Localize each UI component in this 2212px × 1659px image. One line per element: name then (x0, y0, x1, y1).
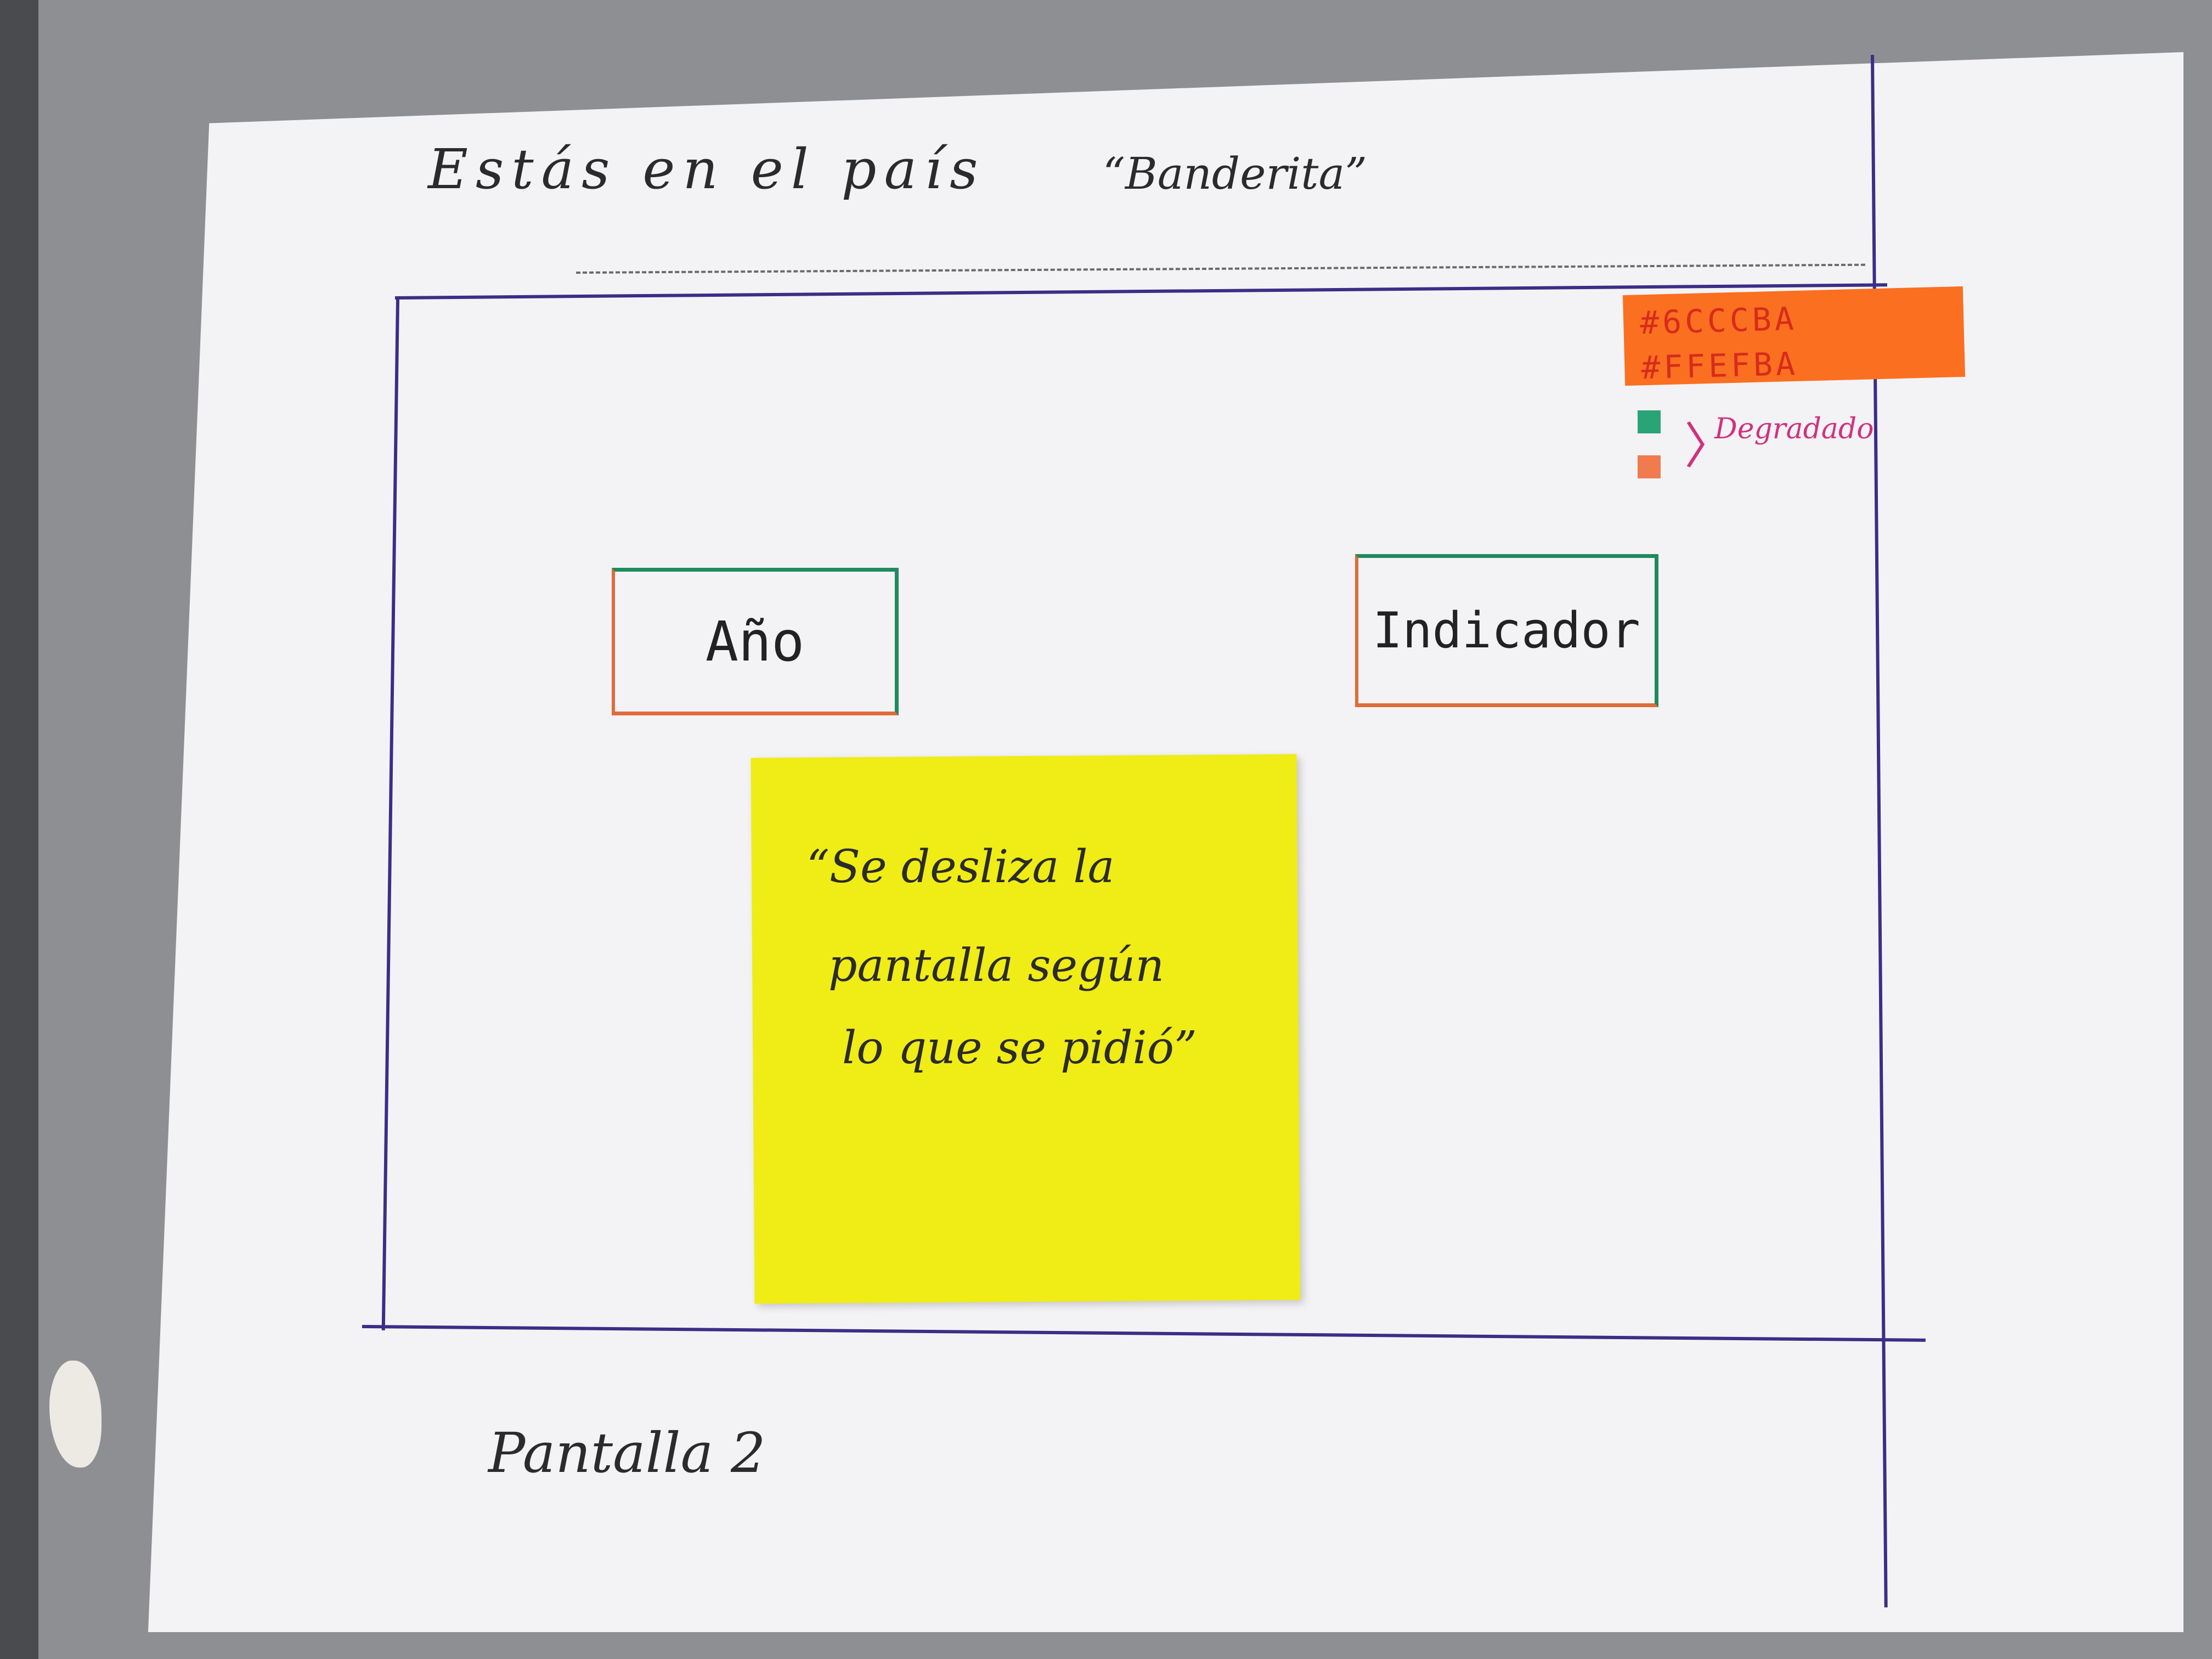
background-shadow (0, 0, 38, 1659)
year-label: Año (705, 610, 805, 674)
sticky-note-line-3: lo que se pidió” (842, 1022, 1197, 1074)
screen-label: Pantalla 2 (488, 1421, 766, 1485)
color-code-2: #FFEFBA (1640, 345, 1799, 387)
color-codes-tag: #6CCCBA #FFEFBA (1622, 286, 1966, 386)
screen-title: Estás en el país (428, 137, 986, 201)
green-swatch (1638, 410, 1661, 433)
sticky-note-line-1: “Se desliza la (806, 841, 1115, 893)
year-box[interactable]: Año (612, 568, 899, 715)
sticky-note-line-2: pantalla según (828, 940, 1165, 992)
indicator-box[interactable]: Indicador (1355, 554, 1658, 707)
indicator-label: Indicador (1373, 602, 1640, 659)
gradient-label: Degradado (1714, 413, 1874, 445)
color-code-1: #6CCCBA (1639, 300, 1798, 342)
brace-icon: 〉 (1684, 417, 1734, 475)
paper-scrap (49, 1361, 101, 1468)
orange-swatch (1638, 455, 1661, 478)
country-name: “Banderita” (1103, 148, 1368, 199)
